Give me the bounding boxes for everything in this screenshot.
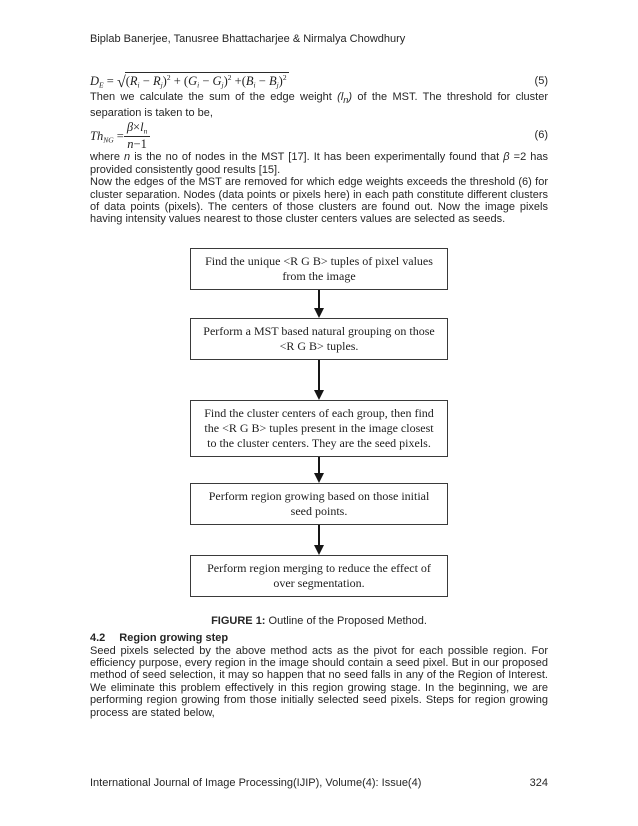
figure-caption-text: Outline of the Proposed Method. [265,614,427,627]
flow-arrow-down-icon [190,289,448,318]
equation-6-denominator: n−1 [127,136,147,151]
figure-caption: FIGURE 1: Outline of the Proposed Method… [90,615,548,627]
equation-5: DE = √(Ri − Rj)2 + (Gi − Gj)2 +(Bi − Bj)… [90,72,548,91]
footer: International Journal of Image Processin… [90,777,548,789]
arrow-shaft [318,359,320,390]
equation-6-fraction: β×ln n−1 [123,120,151,152]
paragraph-seed-pixels: Seed pixels selected by the above method… [90,644,548,719]
arrow-shaft [318,524,320,545]
arrow-head [314,389,324,400]
equation-6: ThNG = β×ln n−1 (6) [90,120,548,152]
flowchart: Find the unique <R G B> tuples of pixel … [190,247,448,597]
arrow-head [314,544,324,555]
flow-box-cluster-centers: Find the cluster centers of each group, … [190,399,448,457]
arrow-head [314,307,324,318]
equation-6-numerator: β×ln [123,120,151,137]
flow-arrow-down-icon [190,456,448,483]
section-title: Region growing step [119,632,229,645]
flow-box-region-merging: Perform region merging to reduce the eff… [190,554,448,597]
footer-page-number: 324 [529,777,548,789]
header-authors: Biplab Banerjee, Tanusree Bhattacharjee … [90,33,406,45]
equation-5-number: (5) [534,75,548,88]
section-number: 4.2 [90,632,106,645]
flow-arrow-down-icon [190,359,448,400]
flow-box-region-growing: Perform region growing based on those in… [190,482,448,525]
flow-box-find-unique-tuples: Find the unique <R G B> tuples of pixel … [190,247,448,290]
equation-5-radicand: (Ri − Rj)2 + (Gi − Gj)2 +(Bi − Bj)2 [124,72,289,90]
section-heading-4-2: 4.2 Region growing step [90,632,548,644]
footer-journal: International Journal of Image Processin… [90,777,422,789]
flow-box-mst-grouping: Perform a MST based natural grouping on … [190,317,448,360]
paragraph-where-n: where n is the no of nodes in the MST [1… [90,151,548,176]
paragraph-mst-edges: Now the edges of the MST are removed for… [90,176,548,226]
radical-sign: √ [116,74,126,92]
equation-6-lhs: ThNG = [90,129,124,145]
arrow-shaft [318,289,320,308]
equation-5-lhs: DE = [90,74,117,90]
paragraph-edge-weight: Then we calculate the sum of the edge we… [90,91,548,119]
equation-6-number: (6) [534,129,548,142]
arrow-shaft [318,456,320,473]
flow-arrow-down-icon [190,524,448,555]
figure-caption-label: FIGURE 1: [211,614,266,627]
arrow-head [314,472,324,483]
